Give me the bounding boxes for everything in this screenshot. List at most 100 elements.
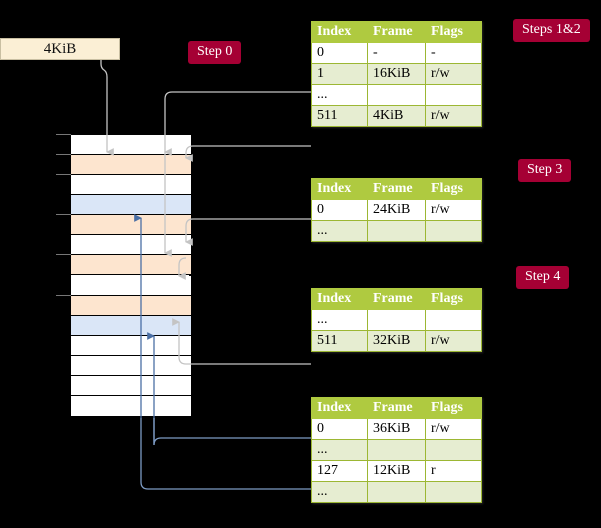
cell-index: ...: [311, 220, 368, 242]
cell-flags: [425, 309, 482, 331]
table-row: ...: [311, 439, 482, 461]
memory-row-7: [71, 275, 191, 296]
memory-tick-4: [56, 214, 71, 216]
cell-flags: [425, 220, 482, 242]
cell-index: 511: [311, 105, 368, 127]
table-row: ...: [311, 481, 482, 503]
cell-frame: [367, 220, 426, 242]
cell-index: 511: [311, 330, 368, 352]
cell-flags: r/w: [425, 199, 482, 221]
table-row: ...: [311, 220, 482, 242]
memory-row-4: [71, 215, 191, 236]
column-header-frame: Frame: [367, 21, 426, 43]
memory-row-11: [71, 355, 191, 376]
table-row: 0--: [311, 42, 482, 64]
cell-index: ...: [311, 309, 368, 331]
connector-blue-to-table4-row0: [153, 418, 311, 446]
column-header-frame: Frame: [367, 178, 426, 200]
cell-frame: [367, 481, 426, 503]
column-header-flags: Flags: [425, 178, 482, 200]
connector-table1-row511-to-memory: [185, 145, 311, 162]
memory-tick-1: [56, 154, 71, 156]
cell-index: 0: [311, 42, 368, 64]
column-header-flags: Flags: [425, 21, 482, 43]
cell-frame: [367, 309, 426, 331]
memory-tick-0: [56, 134, 71, 135]
memory-row-8: [71, 295, 191, 316]
cell-flags: [425, 84, 482, 106]
column-header-frame: Frame: [367, 288, 426, 310]
memory-row-5: [71, 235, 191, 256]
column-header-flags: Flags: [425, 288, 482, 310]
connector-blue-to-table4-row127: [140, 418, 311, 490]
cell-flags: r: [425, 460, 482, 482]
connector-table2-row0-to-memory: [185, 218, 311, 246]
cell-flags: [425, 439, 482, 461]
memory-row-9: [71, 315, 191, 336]
cell-flags: r/w: [425, 105, 482, 127]
badge-step-0: Step 0: [188, 41, 242, 64]
cell-frame: -: [367, 42, 426, 64]
memory-row-0: [71, 135, 191, 156]
connector-table3-row511-to-memory: [172, 318, 311, 365]
memory-tick-6: [56, 254, 71, 256]
cell-frame: 32KiB: [367, 330, 426, 352]
memory-row-12: [71, 375, 191, 396]
table-row: ...: [311, 309, 482, 331]
cell-index: ...: [311, 84, 368, 106]
memory-row-3: [71, 195, 191, 216]
memory-row-10: [71, 335, 191, 356]
memory-row-6: [71, 255, 191, 276]
cell-index: ...: [311, 439, 368, 461]
badge-steps-1-2: Steps 1&2: [513, 19, 590, 42]
column-header-index: Index: [311, 288, 368, 310]
column-header-index: Index: [311, 397, 368, 419]
cell-index: 1: [311, 63, 368, 85]
memory-row-2: [71, 175, 191, 196]
physical-memory-column: [70, 134, 191, 416]
cell-frame: 16KiB: [367, 63, 426, 85]
cell-index: ...: [311, 481, 368, 503]
column-header-flags: Flags: [425, 397, 482, 419]
table-row: ...: [311, 84, 482, 106]
column-header-index: Index: [311, 178, 368, 200]
cell-flags: -: [425, 42, 482, 64]
cell-frame: 24KiB: [367, 199, 426, 221]
cell-index: 0: [311, 418, 368, 440]
memory-tick-2: [56, 174, 71, 176]
cell-frame: [367, 84, 426, 106]
cell-index: 127: [311, 460, 368, 482]
cell-frame: [367, 439, 426, 461]
memory-row-13: [71, 395, 191, 416]
badge-step-4: Step 4: [516, 266, 570, 289]
column-header-index: Index: [311, 21, 368, 43]
cell-frame: 12KiB: [367, 460, 426, 482]
badge-step-3: Step 3: [518, 159, 572, 182]
memory-row-1: [71, 155, 191, 176]
memory-tick-8: [56, 294, 71, 296]
cell-index: 0: [311, 199, 368, 221]
cell-flags: r/w: [425, 63, 482, 85]
cell-flags: r/w: [425, 330, 482, 352]
column-header-frame: Frame: [367, 397, 426, 419]
cell-frame: 4KiB: [367, 105, 426, 127]
frame-label-text: 4KiB: [43, 40, 77, 57]
connector-table1-row1-to-memory: [164, 91, 311, 139]
frame-label-4kib: 4KiB: [0, 38, 120, 60]
